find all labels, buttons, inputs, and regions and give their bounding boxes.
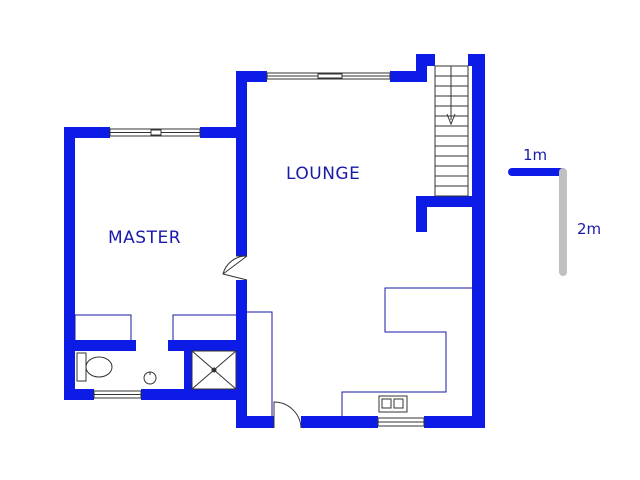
passage-line <box>247 311 273 416</box>
wall-east-return-stub <box>416 196 427 232</box>
scale-label-horizontal: 1m <box>523 146 547 164</box>
wall-master-top-right <box>200 127 246 138</box>
doors <box>222 255 302 429</box>
scale-bar <box>508 168 567 276</box>
bathroom <box>76 350 237 390</box>
wall-ensuite-left <box>64 340 136 351</box>
wall-stair-left-top <box>416 54 427 82</box>
wall-lounge-top-right <box>390 71 424 82</box>
wall-lounge-top-left <box>236 71 267 82</box>
windows <box>93 72 425 427</box>
scale-label-vertical: 2m <box>577 220 601 238</box>
door-master <box>222 255 248 281</box>
wall-master-bottom-right <box>141 389 246 400</box>
wall-master-west <box>64 127 75 399</box>
cupboard-right <box>172 314 236 340</box>
toilet-bowl <box>85 356 113 378</box>
interior-lines <box>74 311 273 416</box>
room-label-master: MASTER <box>108 228 181 248</box>
room-label-lounge: LOUNGE <box>286 164 360 184</box>
door-entrance <box>273 401 302 429</box>
kitchen-sink <box>378 395 408 413</box>
wall-lounge-west-upper <box>236 71 247 256</box>
kitchen <box>341 287 472 416</box>
stair-arrow-head <box>446 113 456 126</box>
toilet-cistern <box>76 352 87 382</box>
wall-ensuite-right <box>168 340 246 351</box>
wall-east-return <box>416 196 478 207</box>
kitchen-counter <box>341 287 472 416</box>
cupboard-left <box>74 314 132 340</box>
shower-tray <box>191 350 237 390</box>
wall-lounge-west-lower <box>236 280 247 428</box>
wall-master-bottom-left <box>64 389 94 400</box>
wall-shower-left <box>184 340 192 398</box>
stairs <box>434 65 469 197</box>
walls <box>64 54 485 428</box>
wall-master-top-left <box>64 127 110 138</box>
wall-lounge-bottom-left <box>236 416 274 428</box>
wall-lounge-bottom-right <box>301 416 378 428</box>
wall-lounge-bottom-far <box>424 416 485 428</box>
wall-east <box>472 54 485 428</box>
